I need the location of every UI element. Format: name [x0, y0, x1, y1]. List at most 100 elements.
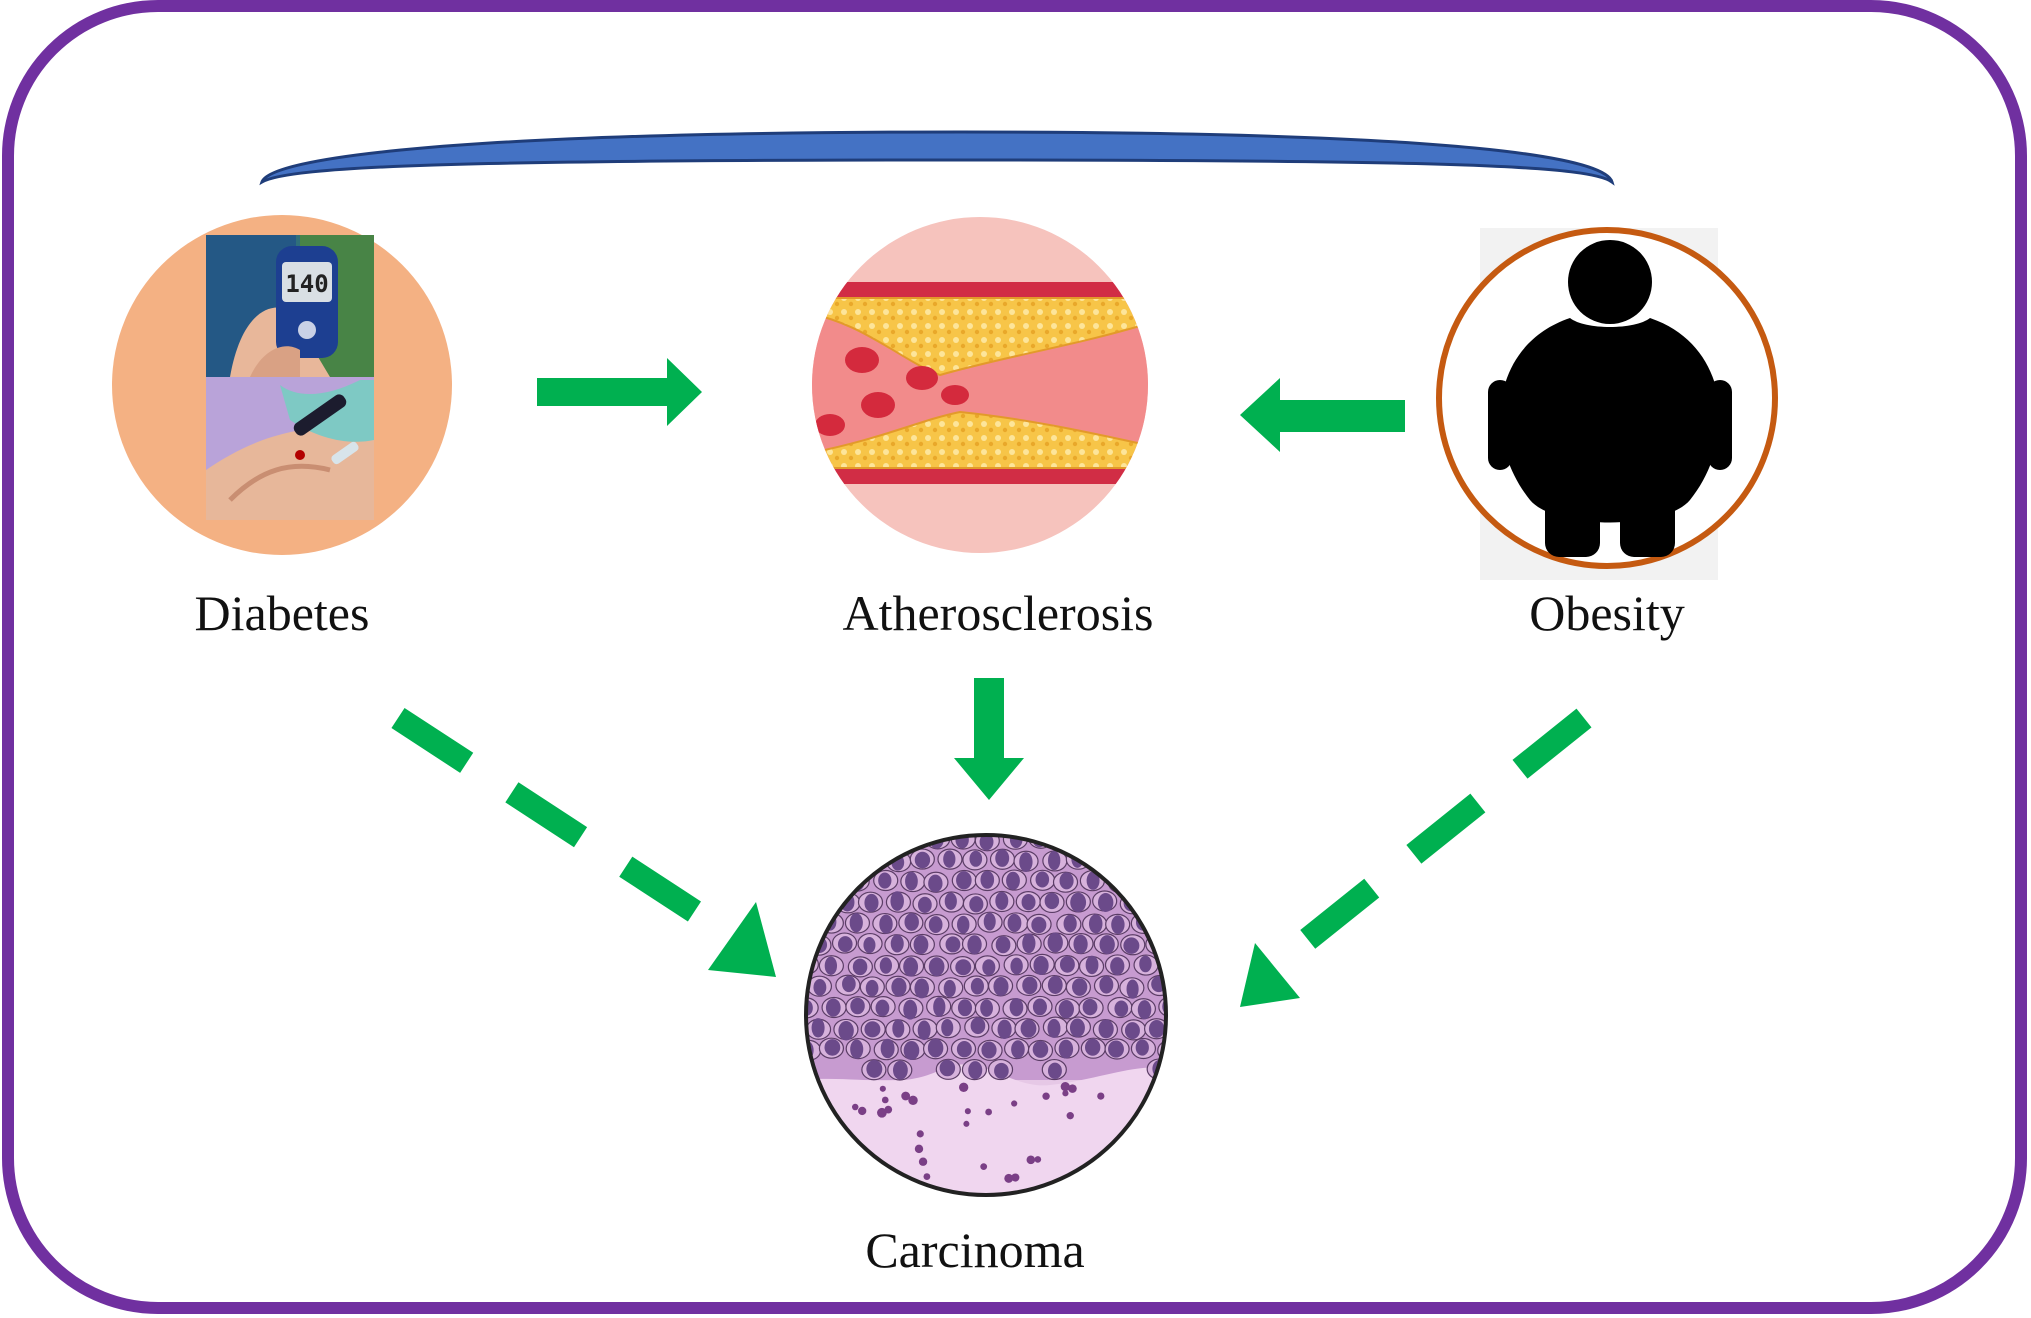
cell: [1173, 893, 1197, 913]
stroma-dot: [1042, 1092, 1050, 1100]
cell: [818, 835, 844, 852]
label-atherosclerosis: Atherosclerosis: [842, 585, 1154, 641]
cell-nucleus: [1111, 915, 1125, 934]
cell-nucleus: [1163, 835, 1166, 850]
cell-nucleus: [1073, 934, 1088, 954]
cell-nucleus: [891, 977, 907, 997]
stroma-dot: [916, 1130, 924, 1138]
label-diabetes: Diabetes: [194, 585, 370, 641]
cell-nucleus: [1047, 975, 1063, 994]
cell-nucleus: [1021, 893, 1036, 911]
edge-atherosclerosis-to-carcinoma: [954, 678, 1024, 800]
cell-nucleus: [1063, 914, 1077, 933]
stroma-dot: [1011, 1100, 1018, 1107]
cell-nucleus: [1022, 933, 1036, 954]
stroma-dot: [1004, 1173, 1014, 1183]
cell-nucleus: [806, 871, 816, 890]
cell-nucleus: [969, 896, 984, 913]
cell-nucleus: [837, 936, 853, 953]
cell-nucleus: [880, 1038, 895, 1059]
cell-nucleus: [1148, 1019, 1165, 1038]
cell-nucleus: [1088, 914, 1103, 934]
cell: [1173, 852, 1197, 872]
cell-nucleus: [892, 1060, 908, 1080]
cell-nucleus: [904, 835, 918, 848]
cell-nucleus: [1006, 871, 1020, 890]
cell-nucleus: [866, 1059, 883, 1078]
cell-nucleus: [933, 997, 946, 1017]
cell: [1172, 976, 1196, 996]
cell-nucleus: [838, 1020, 854, 1041]
stroma-dot: [918, 1157, 928, 1166]
cell-nucleus: [1086, 871, 1100, 890]
cell-nucleus: [826, 872, 842, 892]
cell: [806, 835, 820, 851]
cell-nucleus: [967, 935, 982, 955]
cell-nucleus: [1139, 835, 1153, 848]
cell-nucleus: [876, 835, 893, 849]
cell-nucleus: [1097, 892, 1114, 912]
stroma-dot: [963, 1120, 970, 1127]
cell-nucleus: [982, 959, 996, 976]
cell-nucleus: [890, 891, 904, 911]
cell-nucleus: [1162, 914, 1166, 935]
glucometer-reading: 140: [285, 270, 328, 298]
cell-nucleus: [863, 936, 876, 954]
cell-nucleus: [1123, 852, 1139, 872]
cell-nucleus: [892, 1019, 905, 1038]
cell-nucleus: [981, 1041, 997, 1059]
cell: [806, 849, 831, 871]
cell-nucleus: [1032, 998, 1047, 1016]
cell: [1157, 835, 1166, 850]
cell-nucleus: [945, 936, 961, 953]
cell: [808, 892, 834, 914]
cell-nucleus: [1137, 1000, 1152, 1020]
stroma-dot: [1137, 1151, 1146, 1160]
cell-nucleus: [970, 977, 984, 995]
cell-nucleus: [1031, 916, 1047, 934]
cell: [1171, 933, 1195, 953]
cell-nucleus: [1123, 937, 1140, 954]
cell: [833, 851, 859, 873]
cell-nucleus: [1047, 1062, 1062, 1080]
stroma-dot: [1152, 1099, 1162, 1109]
cell-nucleus: [968, 1061, 983, 1080]
stroma-dot: [901, 1091, 911, 1101]
stroma-dot: [1066, 1111, 1074, 1120]
cell-nucleus: [849, 913, 863, 933]
cell: [1080, 835, 1106, 850]
cell-nucleus: [1010, 957, 1023, 975]
cell-nucleus: [1061, 835, 1076, 849]
cell-nucleus: [825, 998, 841, 1017]
cell-nucleus: [878, 872, 892, 889]
cell-nucleus: [993, 977, 1009, 996]
cell-nucleus: [1178, 1060, 1193, 1080]
cell-nucleus: [1069, 1018, 1085, 1038]
cell-nucleus: [917, 1020, 931, 1041]
cell-nucleus: [928, 957, 945, 977]
cell: [1117, 851, 1144, 873]
cell-nucleus: [1047, 932, 1063, 953]
cell-nucleus: [1070, 892, 1087, 913]
stroma-dot: [833, 1141, 843, 1151]
cell-nucleus: [811, 1018, 825, 1038]
cell-nucleus: [1048, 850, 1061, 871]
stroma-dot: [812, 1139, 819, 1147]
cell-nucleus: [1058, 1039, 1074, 1059]
cell-nucleus: [914, 978, 929, 999]
cell-nucleus: [1176, 1016, 1190, 1035]
cell: [1156, 914, 1166, 936]
cell: [806, 912, 818, 934]
cell-nucleus: [879, 914, 893, 934]
cell-nucleus: [1035, 871, 1050, 888]
cell-nucleus: [1033, 955, 1049, 976]
cell: [1171, 1017, 1195, 1037]
cell-nucleus: [1019, 852, 1033, 872]
cell-nucleus: [957, 915, 970, 934]
cell-nucleus: [1178, 854, 1193, 873]
cell-nucleus: [1135, 1039, 1149, 1056]
cell-nucleus: [1011, 1040, 1025, 1059]
stroma-dot: [858, 1106, 867, 1116]
cell: [872, 835, 898, 851]
